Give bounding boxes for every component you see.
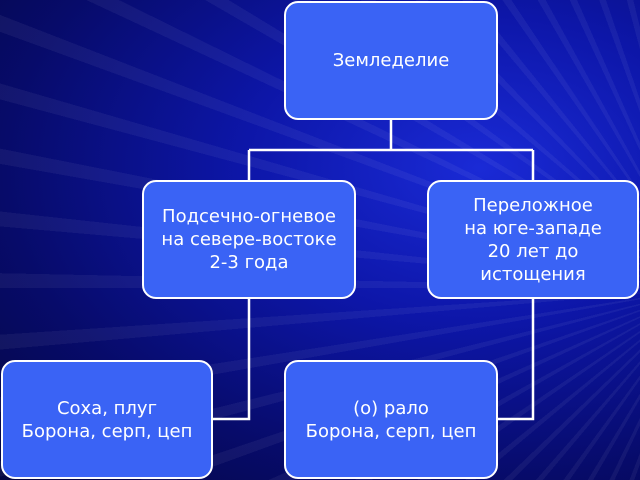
node-label: Соха, плуг Борона, серп, цеп	[21, 397, 193, 442]
node-tools-right: (о) рало Борона, серп, цеп	[284, 360, 498, 479]
node-label: Переложное на юге-западе 20 лет до истощ…	[464, 194, 602, 285]
node-podsechno-ognevoe: Подсечно-огневое на севере-востоке 2-3 г…	[142, 180, 356, 299]
node-zemledelie: Земледелие	[284, 1, 498, 120]
node-tools-left: Соха, плуг Борона, серп, цеп	[1, 360, 213, 479]
node-perelozhnoe: Переложное на юге-западе 20 лет до истощ…	[427, 180, 639, 299]
node-label: (о) рало Борона, серп, цеп	[305, 397, 477, 442]
connector-right-to-bottom-right	[498, 299, 535, 421]
node-label: Подсечно-огневое на севере-востоке 2-3 г…	[161, 206, 337, 273]
node-label: Земледелие	[332, 50, 450, 71]
connector-left-to-bottom-left	[213, 299, 251, 421]
